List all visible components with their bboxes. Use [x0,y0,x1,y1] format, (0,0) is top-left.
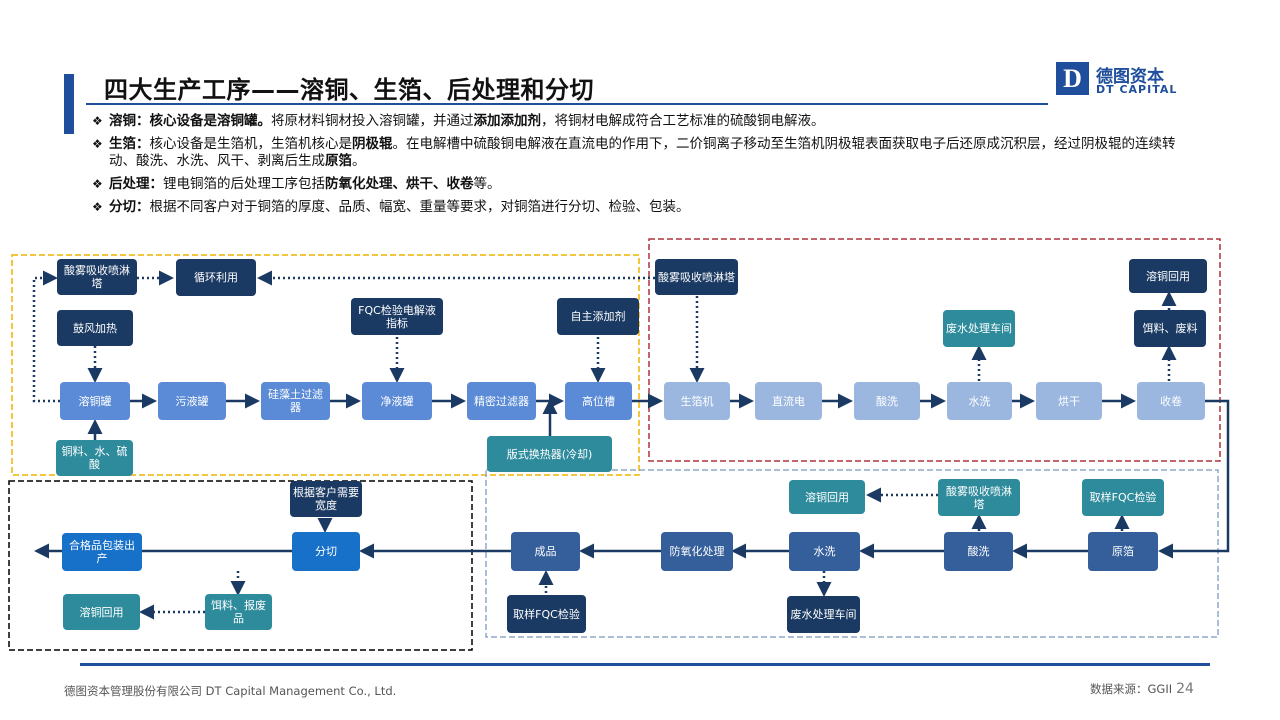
bullet-text: 等。 [473,176,501,192]
page-number: 24 [1176,681,1194,697]
node-sample-fqc-2: 取样FQC检验 [507,595,586,633]
node-pickling-2: 酸洗 [944,532,1013,571]
bullet-text: 。 [352,153,366,169]
node-acid-tower-1: 酸雾吸收喷淋塔 [57,259,137,295]
logo-text-cn: 德图资本 [1096,67,1164,87]
node-fine-filter: 精密过滤器 [467,382,536,420]
slit-stage-border [8,480,473,651]
node-copper-recover-3: 溶铜回用 [63,594,140,630]
diamond-bullet-icon: ❖ [92,114,103,128]
bullet-item: ❖ 生箔：核心设备是生箔机，生箔机核心是阴极辊。在电解槽中硫酸铜电解液在直流电的作… [92,136,1202,170]
logo-text-en: DT CAPITAL [1096,83,1178,96]
node-wastewater-1: 废水处理车间 [943,310,1015,347]
node-blower-heating: 鼓风加热 [57,310,133,346]
node-raw-foil: 原箔 [1088,532,1158,571]
bullet-item: ❖ 分切：根据不同客户对于铜箔的厚度、品质、幅宽、重量等要求，对铜箔进行分切、检验… [92,199,1202,216]
bullet-emphasis: 生箔： [109,136,150,152]
node-recycle: 循环利用 [176,259,256,296]
bullet-emphasis: 防氧化处理、烘干、收卷 [325,176,474,192]
logo-mark-icon: D [1056,62,1089,95]
node-washing-2: 水洗 [789,532,860,571]
node-fqc-liquid: FQC检验电解液指标 [351,298,443,335]
node-winding: 收卷 [1137,382,1205,420]
node-heat-exchanger: 版式换热器(冷却) [487,436,612,472]
node-slitting: 分切 [292,532,360,571]
title-accent-bar [64,74,74,134]
bullet-text: ，将铜材电解成符合工艺标准的硫酸铜电解液。 [541,113,825,129]
bullet-text: 核心设备是生箔机，生箔机核心是 [149,136,353,152]
bullet-emphasis: 核心设备是溶铜罐。 [149,113,272,129]
node-diatom-filter: 硅藻土过滤器 [261,382,330,420]
node-drying: 烘干 [1036,382,1102,420]
bullet-emphasis: 添加添加剂 [473,113,542,129]
node-clean-tank: 净液罐 [362,382,432,420]
bullet-item: ❖ 后处理：锂电铜箔的后处理工序包括防氧化处理、烘干、收卷等。 [92,176,1202,193]
footer-divider [80,663,1210,666]
node-scrap-2: 饵料、报废品 [205,594,272,630]
node-qualified-product: 合格品包装出产 [62,533,142,571]
source-text: 数据来源：GGII [1090,682,1173,696]
diamond-bullet-icon: ❖ [92,177,103,191]
bullet-text: 。在电解槽中硫酸铜电解液在直流电的作用下，二价铜离子移动至生箔机阴极辊表面获取电… [109,136,1176,169]
bullet-text: 将原材料铜材投入溶铜罐，并通过 [271,113,474,129]
bullet-text: 锂电铜箔的后处理工序包括 [163,176,325,192]
node-customer-width: 根据客户需要宽度 [290,481,362,517]
diamond-bullet-icon: ❖ [92,200,103,214]
node-acid-tower-3: 酸雾吸收喷淋塔 [938,479,1020,516]
bullet-text: 根据不同客户对于铜箔的厚度、品质、幅宽、重量等要求，对铜箔进行分切、检验、包装。 [149,199,690,215]
node-high-tank: 高位槽 [565,382,632,420]
diamond-bullet-icon: ❖ [92,137,103,151]
bullet-emphasis: 分切： [109,199,150,215]
footer-company: 德图资本管理股份有限公司 DT Capital Management Co., … [64,684,397,698]
node-materials: 铜料、水、硫酸 [56,440,133,476]
node-acid-tower-2: 酸雾吸收喷淋塔 [655,259,738,295]
node-washing-1: 水洗 [947,382,1012,420]
node-sample-fqc-1: 取样FQC检验 [1082,479,1164,516]
bullet-emphasis: 阴极辊 [352,136,393,152]
node-finished-product: 成品 [511,532,580,571]
node-pickling-1: 酸洗 [854,382,920,420]
node-scrap-1: 饵料、废料 [1134,310,1206,347]
bullet-list: ❖ 溶铜：核心设备是溶铜罐。将原材料铜材投入溶铜罐，并通过添加添加剂，将铜材电解成… [92,113,1202,222]
bullet-item: ❖ 溶铜：核心设备是溶铜罐。将原材料铜材投入溶铜罐，并通过添加添加剂，将铜材电解成… [92,113,1202,130]
page-title: 四大生产工序——溶铜、生箔、后处理和分切 [104,76,594,104]
node-foil-machine: 生箔机 [664,382,730,420]
bullet-emphasis: 原箔 [325,153,352,169]
node-wastewater-2: 废水处理车间 [787,596,860,633]
bullet-emphasis: 溶铜： [109,113,150,129]
company-logo: D 德图资本 DT CAPITAL [1056,62,1186,102]
node-copper-recover-1: 溶铜回用 [1129,259,1207,293]
node-anti-oxidation: 防氧化处理 [661,532,733,571]
node-dissolve-tank: 溶铜罐 [60,382,130,420]
node-copper-recover-2: 溶铜回用 [789,480,865,514]
bullet-emphasis: 后处理： [109,176,163,192]
node-additive: 自主添加剂 [557,298,639,335]
node-dc-power: 直流电 [755,382,822,420]
dissolve-stage-border [11,254,640,476]
post-stage-border [485,469,1219,638]
node-dirty-tank: 污液罐 [158,382,226,420]
title-underline [86,103,1048,105]
